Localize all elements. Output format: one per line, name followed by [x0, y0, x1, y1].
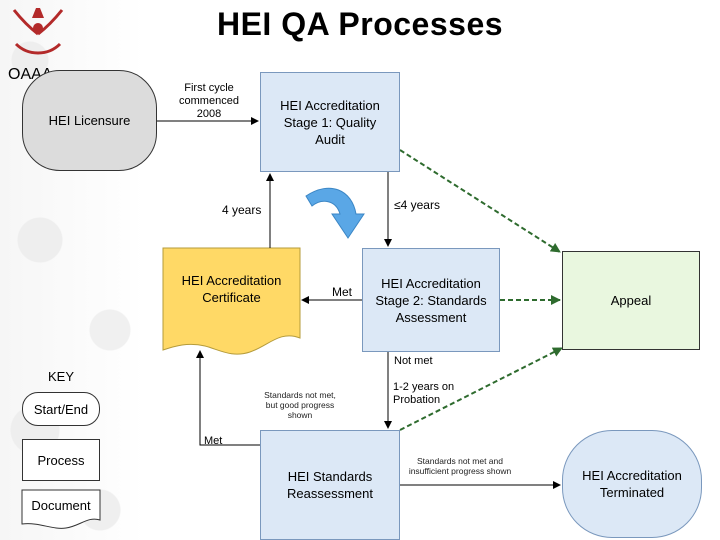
arrow-reassessment-to-appeal — [399, 347, 563, 431]
key-start-end-shape: Start/End — [22, 392, 100, 426]
le-four-years-label: ≤4 years — [394, 198, 440, 212]
stage2-standards-assessment-box: HEI Accreditation Stage 2: Standards Ass… — [362, 248, 500, 352]
cycle-curved-arrow-icon — [305, 187, 365, 239]
certificate-document-shape — [162, 247, 301, 355]
met-lower-label: Met — [204, 435, 223, 447]
probation-label: 1-2 years on Probation — [393, 381, 455, 406]
four-years-label: 4 years — [222, 203, 262, 217]
key-start-end-label: Start/End — [33, 401, 89, 417]
stage1-quality-audit-box: HEI Accreditation Stage 1: Quality Audit — [260, 72, 400, 172]
page-title: HEI QA Processes — [216, 6, 504, 42]
arrow-reassessment-to-certificate — [196, 350, 260, 446]
key-document-label: Document — [31, 498, 91, 513]
certificate-label: HEI Accreditation Certificate — [181, 273, 282, 305]
appeal-label: Appeal — [610, 293, 652, 308]
oman-emblem-icon — [12, 8, 64, 55]
appeal-box: Appeal — [562, 251, 700, 350]
reassessment-label: HEI Standards Reassessment — [287, 469, 373, 501]
licensure-terminal: HEI Licensure — [22, 70, 157, 171]
stage2-label: HEI Accreditation Stage 2: Standards Ass… — [375, 275, 487, 325]
insufficient-progress-note: Standards not met and insufficient progr… — [408, 456, 512, 476]
key-process-shape: Process — [22, 439, 100, 481]
not-met-label: Not met — [394, 355, 433, 367]
terminated-label: HEI Accreditation Terminated — [582, 468, 682, 500]
good-progress-note: Standards not met, but good progress sho… — [264, 390, 336, 420]
first-cycle-label: First cycle commenced 2008 — [179, 82, 239, 120]
stage1-label: HEI Accreditation Stage 1: Quality Audit — [280, 97, 380, 147]
reassessment-box: HEI Standards Reassessment — [260, 430, 400, 540]
met-upper-label: Met — [332, 285, 353, 299]
key-title: KEY — [48, 369, 75, 384]
terminated-terminal: HEI Accreditation Terminated — [562, 430, 702, 538]
key-document-shape — [21, 489, 101, 529]
licensure-label: HEI Licensure — [48, 113, 131, 128]
key-process-label: Process — [37, 452, 85, 468]
